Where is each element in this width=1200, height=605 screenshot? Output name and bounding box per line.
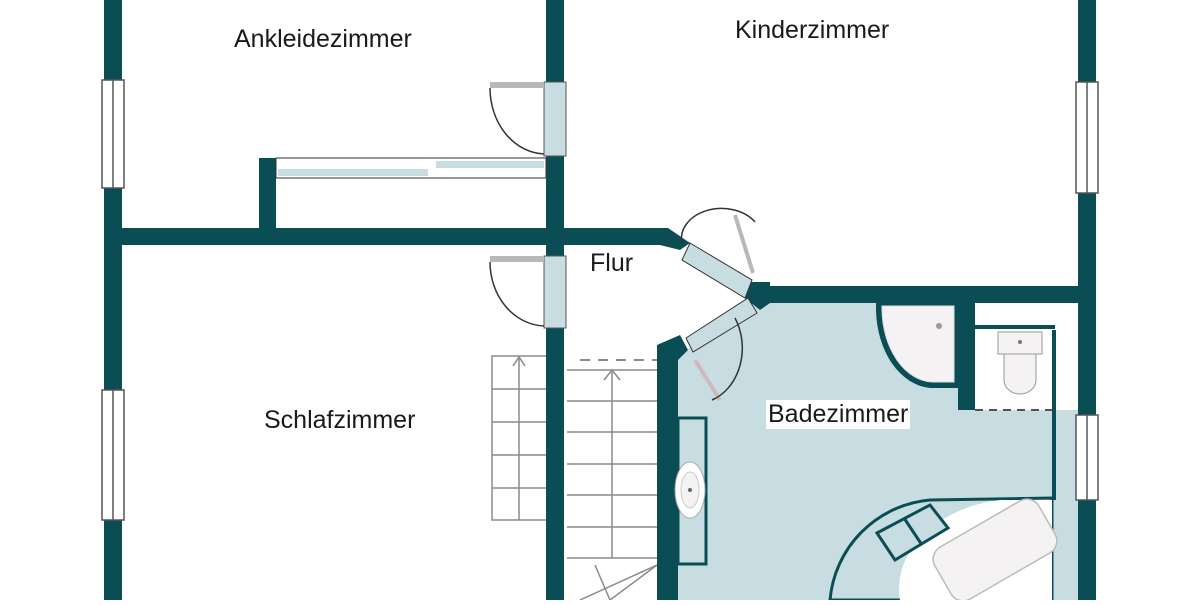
room-label-kinderzimmer: Kinderzimmer [735, 16, 890, 44]
bathtub-icon [828, 496, 1058, 602]
stairs-icon [491, 355, 658, 601]
doors [489, 81, 758, 402]
toilet-icon [975, 331, 1052, 411]
room-label-schlafzimmer: Schlafzimmer [264, 406, 416, 434]
shower-icon [876, 303, 958, 388]
sink-icon [674, 416, 708, 566]
windows [101, 79, 1099, 521]
walls [104, 0, 1096, 600]
room-label-flur: Flur [590, 249, 634, 277]
room-label-ankleidezimmer: Ankleidezimmer [234, 25, 412, 53]
wardrobe-icon [275, 157, 547, 179]
room-label-badezimmer: Badezimmer [766, 400, 911, 429]
